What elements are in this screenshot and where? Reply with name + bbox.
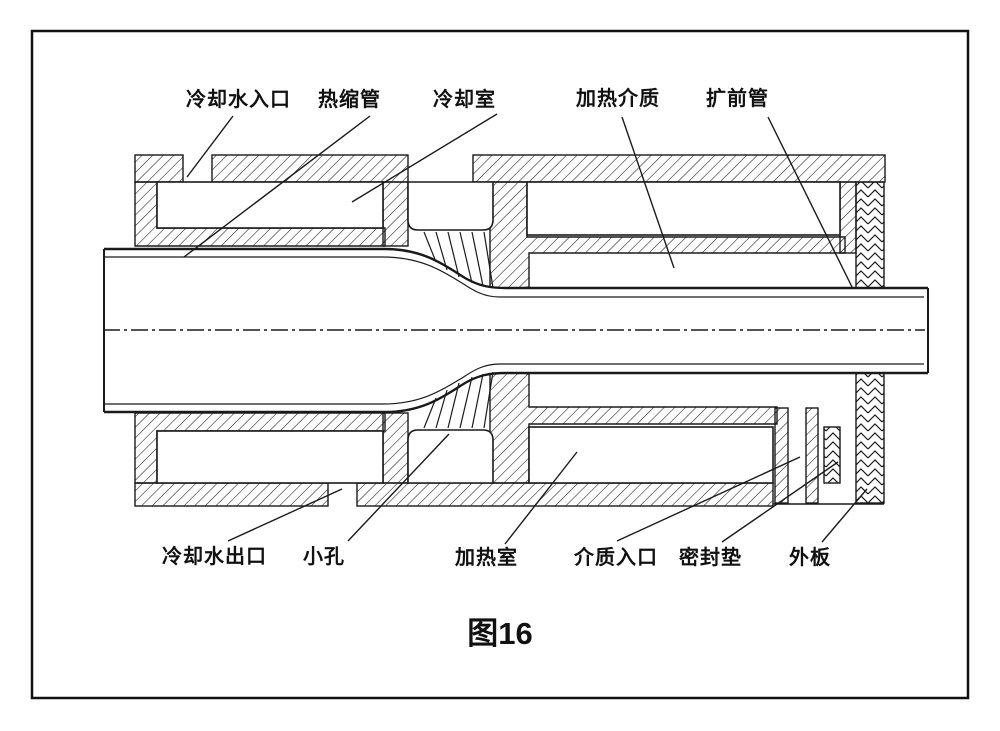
pointer-heating-medium	[621, 116, 675, 269]
label-outer-plate: 外板	[789, 547, 831, 569]
pointer-heating-chamber	[504, 451, 578, 545]
housing-top-band	[211, 154, 409, 183]
pointer-cooling-chamber	[351, 113, 498, 203]
heating-chamber-upper	[526, 181, 841, 236]
cooling-chamber-upper	[156, 181, 384, 229]
label-cooling-water-inlet: 冷却水入口	[186, 89, 291, 111]
sealing-gasket-block	[823, 426, 841, 484]
spray-hole-lines	[423, 231, 494, 429]
label-sealing-gasket: 密封垫	[679, 547, 742, 569]
label-heat-shrink-tube: 热缩管	[318, 89, 381, 111]
divider-upper	[382, 181, 409, 247]
label-heating-medium: 加热介质	[576, 88, 660, 110]
pointer-heat-shrink-tube	[183, 115, 371, 258]
pointer-medium-inlet	[616, 456, 801, 542]
housing-top-band	[134, 154, 184, 183]
inlet-strip	[805, 407, 819, 504]
pointer-pre-expansion-tube	[767, 116, 853, 288]
figure-border	[30, 29, 970, 700]
heating-chamber-lower	[528, 426, 774, 484]
inlet-strip	[774, 407, 789, 504]
label-cooling-chamber: 冷却室	[433, 89, 496, 111]
pointer-outer-plate	[821, 488, 868, 543]
cooling-chamber-lower	[156, 430, 384, 484]
housing-bottom-band	[134, 482, 329, 507]
spray-block-lower	[407, 429, 494, 484]
corner-sliver	[839, 181, 857, 254]
pointer-cooling-water-outlet	[227, 488, 343, 542]
divider-lower	[382, 412, 409, 484]
label-cooling-water-outlet: 冷却水出口	[162, 546, 267, 568]
pointer-cooling-water-inlet	[186, 115, 234, 178]
label-small-holes: 小孔	[303, 546, 345, 568]
label-medium-inlet: 介质入口	[574, 547, 658, 569]
spray-block-upper	[407, 181, 494, 231]
label-pre-expansion-tube: 扩前管	[706, 88, 769, 110]
pointer-lines	[183, 113, 868, 545]
pointer-small-holes	[347, 433, 450, 542]
chambers	[156, 181, 841, 484]
housing-top-band	[472, 154, 886, 183]
figure-caption: 图16	[467, 616, 533, 651]
housing-bottom-band	[356, 482, 774, 507]
pointer-sealing-gasket	[721, 461, 839, 543]
label-heating-chamber: 加热室	[455, 547, 518, 569]
